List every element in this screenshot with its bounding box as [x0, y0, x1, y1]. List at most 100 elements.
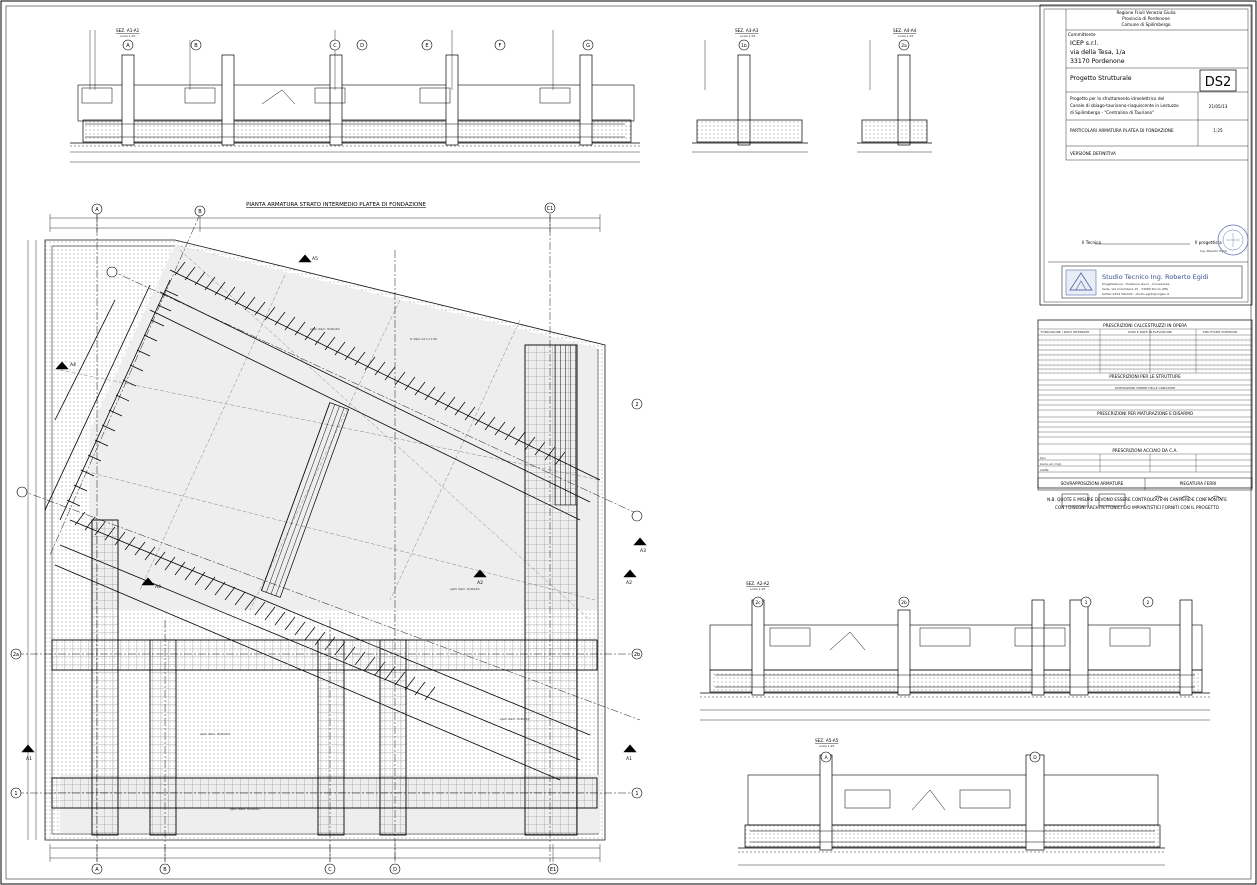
spec-t1-col-3: STRUTTURE SUPERIORI [1203, 330, 1238, 334]
grid-bottom-e1: E1 [550, 867, 556, 873]
plan-note-1: spilli diam. 8/40x40 [310, 327, 340, 331]
spec-t6-title: PIEGATURA FERRI [1180, 481, 1217, 486]
a1-mark-5: E [425, 43, 428, 49]
tb-date: 21/05/13 [1209, 104, 1228, 109]
section-a1-scale: scala 1:25 [120, 34, 136, 38]
tb-desc-1: Progetto per lo sfruttamento idroelettri… [1070, 96, 1164, 101]
grid-bottom-b: B [163, 867, 167, 873]
a3-mark-1: 1b [741, 43, 747, 49]
tb-header-3: Comune di Spilimbergo [1122, 22, 1171, 27]
tb-committente-2: via della Tesa, 1/a [1070, 49, 1126, 56]
plan-title: PIANTA ARMATURA STRATO INTERMEDIO PLATEA… [246, 202, 426, 208]
section-a5-scale: scala 1:25 [819, 744, 835, 748]
sec-mark-a4: A4 [70, 362, 76, 368]
section-a4-label: SEZ. A4-A4 [893, 28, 917, 33]
section-a4-scale: scala 1:25 [898, 34, 914, 38]
sec-mark-a1-left: A1 [26, 756, 32, 762]
a2-mark-1: 2c [755, 600, 761, 606]
sec-mark-a3: A3 [640, 548, 646, 554]
sec-mark-a2-right: A2 [626, 580, 632, 586]
a1-mark-7: G [586, 43, 590, 49]
spec-t5-title: SOVRAPPOSIZIONI ARMATURE [1061, 481, 1124, 486]
studio-line-3: tel/fax 0434 591029 - studio.egidi@virgi… [1102, 292, 1170, 296]
a1-mark-4: D [360, 43, 364, 49]
tb-drawing-code: DS2 [1205, 75, 1232, 90]
grid-top-a: A [95, 207, 99, 213]
section-a5-label: SEZ. A5-A5 [815, 738, 839, 743]
spec-t1-col-1: FONDAZIONE / PARTI INTERRATE [1041, 330, 1090, 334]
note-line-1: N.B. QUOTE E MISURE DEVONO ESSERE CONTRO… [1047, 497, 1227, 502]
foundation-plan: PIANTA ARMATURA STRATO INTERMEDIO PLATEA… [10, 202, 647, 875]
engineer-stamp [1217, 224, 1249, 256]
studio-line-2: Sede: Via Colombera 15 - 33080 Porcia (P… [1102, 287, 1168, 291]
plan-note-5: spilli diam. 8/40x40 [500, 717, 530, 721]
tb-header-1: Regione Friuli Venezia Giulia [1116, 10, 1176, 15]
a2-mark-4: 2 [1147, 600, 1150, 606]
a1-mark-2: B [194, 43, 198, 49]
tb-version: VERSIONE DEFINITIVA [1070, 151, 1116, 156]
section-a3-label: SEZ. A3-A3 [735, 28, 759, 33]
spec-tables: PRESCRIZIONI CALCESTRUZZI IN OPERA FONDA… [1037, 319, 1253, 491]
section-a2: SEZ. A2-A2 scala 1:25 2c 2b 1 2 [700, 581, 1210, 721]
grid-right-2b: 2b [634, 652, 640, 658]
tb-tecnico: Il Tecnico [1082, 240, 1102, 245]
section-a3-scale: scala 1:25 [740, 34, 756, 38]
spec-t2-title: PRESCRIZIONI PER LE STRUTTURE [1109, 374, 1181, 379]
tb-committente-3: 33170 Pordenone [1070, 58, 1125, 65]
grid-left-2a: 2a [13, 652, 19, 658]
tb-project-type: Progetto Strutturale [1070, 75, 1132, 82]
spec-t4-title: PRESCRIZIONI ACCIAIO DA C.A. [1112, 448, 1177, 453]
grid-top-b: B [198, 209, 202, 215]
bending-sketches [1061, 493, 1223, 507]
studio-name: Studio Tecnico Ing. Roberto Egidi [1102, 273, 1209, 281]
section-a2-scale: scala 1:25 [750, 587, 766, 591]
tb-desc-2: Canale di sbiago-taurianno-riaquiscente … [1070, 103, 1179, 108]
grid-right-1: 1 [635, 791, 638, 797]
a2-mark-3: 1 [1085, 600, 1088, 606]
title-block: Regione Friuli Venezia Giulia Provincia … [1039, 4, 1253, 306]
a1-mark-6: F [499, 43, 502, 49]
grid-bottom-c: C [328, 867, 332, 873]
sheet-inner-border [5, 5, 1252, 880]
tb-committente-1: ICEP s.r.l. [1070, 40, 1099, 47]
section-a5: SEZ. A5-A5 scala 1:25 A D [738, 738, 1165, 866]
tb-desc-3: di Spilimbergo - "Centralina di Tauriano… [1070, 110, 1154, 115]
sec-mark-a4b: A4 [155, 584, 161, 590]
studio-logo [1065, 269, 1097, 296]
section-a1-label: SEZ. A1-A1 [116, 28, 140, 33]
tb-header-2: Provincia di Pordenone [1122, 16, 1170, 21]
tb-drawing-title: PARTICOLARI ARMATURA PLATEA DI FONDAZION… [1070, 128, 1174, 133]
grid-left-1: 1 [14, 791, 17, 797]
tb-scale: 1:25 [1213, 128, 1223, 133]
spec-t4-row-2: barre ad. migl. [1040, 462, 1062, 466]
section-a1: SEZ. A1-A1 scala 1:25 [70, 28, 640, 163]
a2-mark-2: 2b [901, 600, 907, 606]
note-line-2: CON I DISEGNI ARCHITETTONICI E/O IMPIANT… [1055, 505, 1220, 510]
sec-mark-a5: A5 [312, 256, 318, 262]
plan-note-3: spilli diam. 8/40x40 [200, 732, 230, 736]
a5-mark-2: D [1033, 755, 1037, 761]
tb-engineer: Ing. Roberto Egidi [1200, 249, 1227, 253]
studio-line-1: Progettazione - Direzione lavori - Consu… [1102, 282, 1170, 286]
grid-bottom-a: A [95, 867, 99, 873]
a5-mark-1: A [824, 755, 828, 761]
sec-mark-a1-right: A1 [626, 756, 632, 762]
spec-t1-title: PRESCRIZIONI CALCESTRUZZI IN OPERA [1103, 323, 1187, 328]
a1-mark-3: C [333, 43, 337, 49]
tb-committente-label: Committente [1068, 32, 1096, 37]
sec-mark-a2-left: A2 [477, 580, 483, 586]
spec-t2-sub: DISPOSIZIONI MINIME DELLE ARMATURE [1115, 386, 1176, 390]
plan-note-6: 6 diam.12 L=1.00 [410, 337, 437, 341]
a1-mark-1: A [126, 43, 130, 49]
spec-t3-title: PRESCRIZIONI PER MATURAZIONE E DISARMO [1097, 411, 1194, 416]
plan-note-4: spilli diam. 8/40x40 [230, 807, 260, 811]
grid-bottom-d: D [393, 867, 397, 873]
grid-top-c1: C1 [547, 206, 554, 212]
section-a4: SEZ. A4-A4 scala 1:25 2a [857, 28, 932, 153]
grid-right-2: 2 [635, 402, 638, 408]
spec-t4-row-3: staffe [1040, 468, 1049, 472]
spec-t4-row-1: tipo [1040, 456, 1046, 460]
section-a2-label: SEZ. A2-A2 [746, 581, 770, 586]
